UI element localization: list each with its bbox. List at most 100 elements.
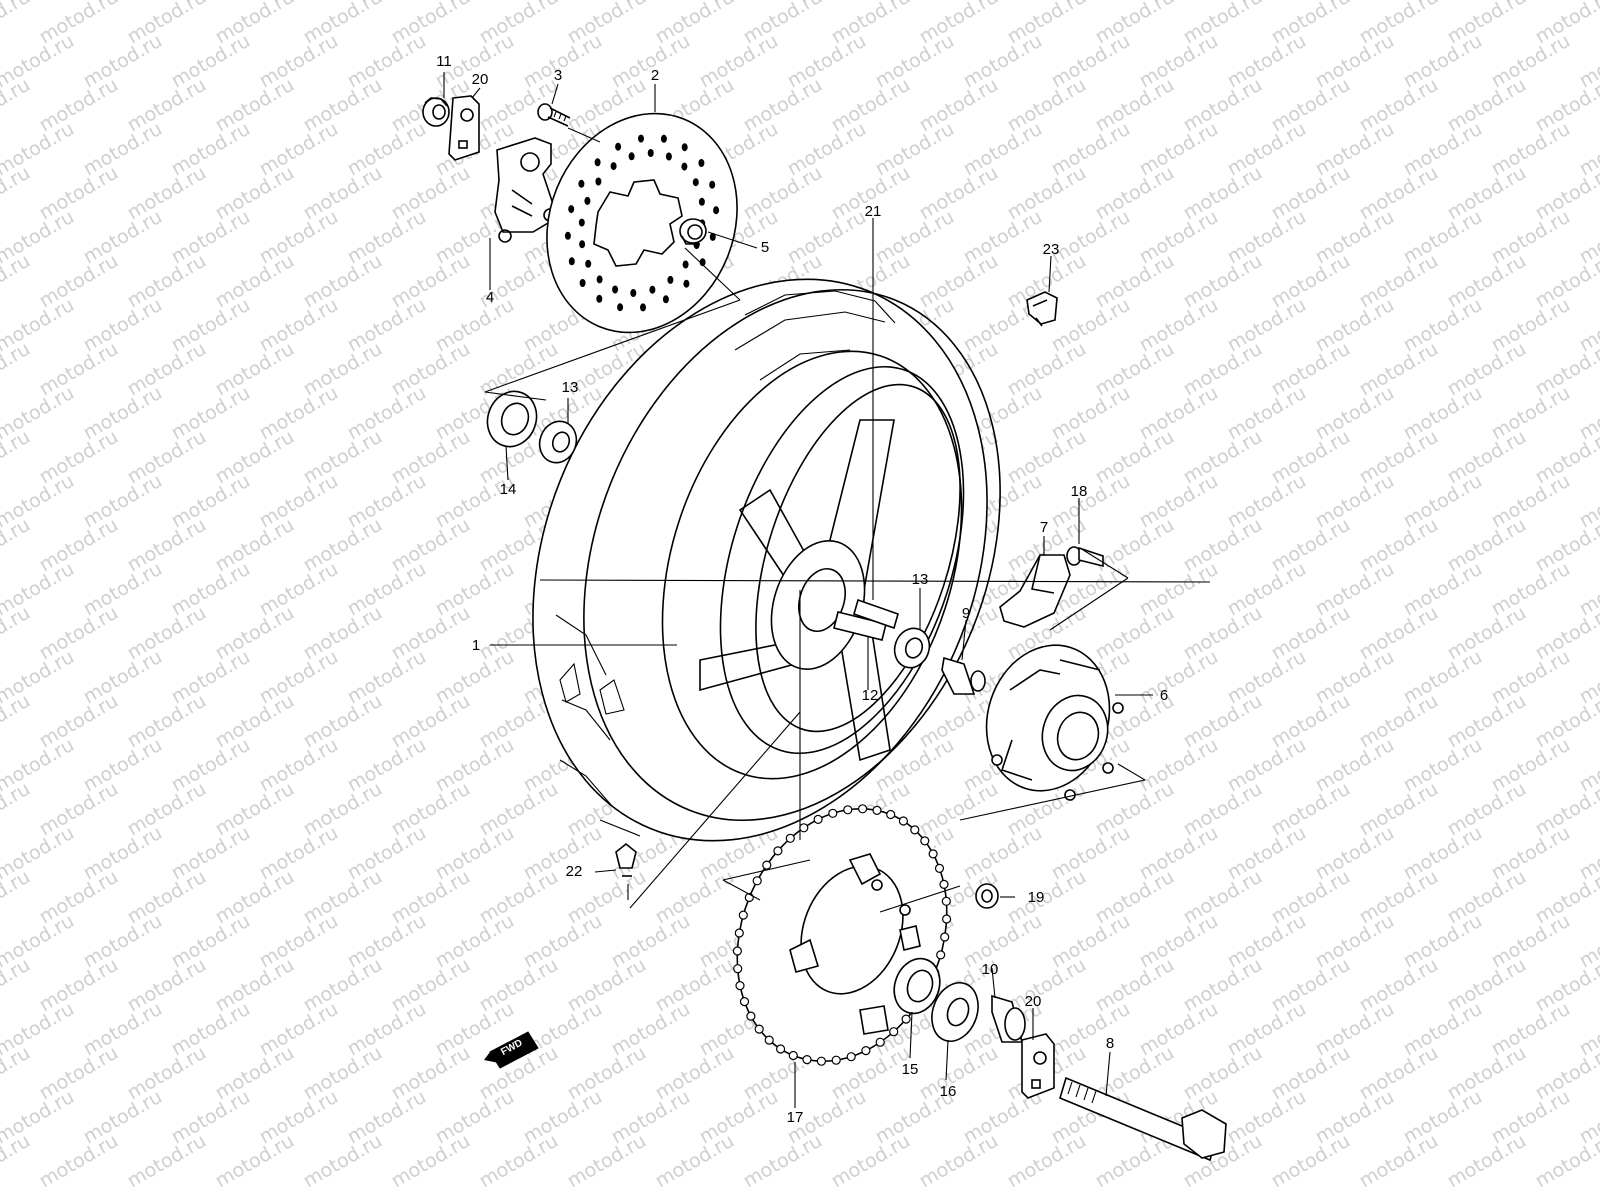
watermark-text: motod.ru [1268, 690, 1354, 753]
sprocket-tooth [828, 808, 838, 818]
sprocket-tooth [857, 804, 868, 814]
watermark-text: motod.ru [36, 338, 122, 401]
watermark-text: motod.ru [1356, 74, 1442, 137]
watermark-text: motod.ru [168, 734, 254, 797]
sprocket-tooth [738, 910, 748, 920]
sprocket-tooth [861, 1045, 871, 1056]
watermark-text: motod.ru [1312, 646, 1398, 709]
watermark-text: motod.ru [0, 162, 34, 225]
watermark-text: motod.ru [1224, 206, 1310, 269]
callout-c14: 14 [500, 481, 517, 498]
part-20-plate-top [448, 95, 480, 161]
watermark-text: motod.ru [696, 1086, 782, 1149]
watermark-text: motod.ru [960, 206, 1046, 269]
watermark-text: motod.ru [80, 910, 166, 973]
watermark-text: motod.ru [740, 74, 826, 137]
watermark-text: motod.ru [344, 470, 430, 533]
watermark-text: motod.ru [36, 250, 122, 313]
sprocket-tooth [936, 950, 946, 960]
watermark-text: motod.ru [124, 162, 210, 225]
callout-c9: 9 [962, 605, 970, 622]
watermark-text: motod.ru [1048, 910, 1134, 973]
watermark-text: motod.ru [1136, 910, 1222, 973]
watermark-text: motod.ru [1092, 954, 1178, 1017]
callout-c2: 2 [651, 67, 659, 84]
watermark-text: motod.ru [256, 998, 342, 1061]
watermark-text: motod.ru [476, 866, 562, 929]
watermark-text: motod.ru [1004, 954, 1090, 1017]
watermark-text: motod.ru [1092, 338, 1178, 401]
watermark-text: motod.ru [1312, 910, 1398, 973]
watermark-text: motod.ru [1268, 338, 1354, 401]
part-9-spacer [941, 656, 986, 695]
callout-c13b: 13 [912, 571, 929, 588]
watermark-text: motod.ru [1092, 866, 1178, 929]
watermark-text: motod.ru [212, 514, 298, 577]
disc-hole [595, 177, 602, 186]
part-15-bearing [893, 957, 941, 1015]
watermark-text: motod.ru [300, 162, 386, 225]
watermark-text: motod.ru [1444, 74, 1530, 137]
part-23-clip [1026, 291, 1058, 327]
sprocket-tooth [813, 814, 823, 825]
watermark-text: motod.ru [0, 514, 34, 577]
watermark-text: motod.ru [1268, 426, 1354, 489]
watermark-text: motod.ru [1092, 162, 1178, 225]
part-3-bolt [537, 103, 571, 127]
watermark-text: motod.ru [36, 1042, 122, 1105]
watermark-text: motod.ru [432, 734, 518, 797]
sprocket-tooth [889, 1027, 899, 1037]
watermark-text: motod.ru [1312, 734, 1398, 797]
callout-c11a: 11 [436, 53, 452, 70]
watermark-text: motod.ru [1180, 690, 1266, 753]
part-1-wheel-rim [661, 350, 965, 780]
watermark-text: motod.ru [1356, 162, 1442, 225]
watermark-text: motod.ru [1400, 558, 1486, 621]
watermark-text: motod.ru [300, 514, 386, 577]
disc-hole [579, 279, 586, 287]
watermark-text: motod.ru [1444, 954, 1530, 1017]
watermark-text: motod.ru [1312, 998, 1398, 1061]
watermark-text: motod.ru [388, 602, 474, 665]
watermark-text: motod.ru [828, 1130, 914, 1193]
watermark-text: motod.ru [520, 822, 606, 885]
watermark-text: motod.ru [1048, 382, 1134, 445]
callout-c20b: 20 [1025, 993, 1042, 1010]
sprocket-tooth [901, 1014, 911, 1024]
watermark-text: motod.ru [1400, 910, 1486, 973]
sprocket-tooth [735, 980, 745, 991]
watermark-text: motod.ru [256, 294, 342, 357]
watermark-text: motod.ru [1180, 514, 1266, 577]
watermark-text: motod.ru [1268, 162, 1354, 225]
sprocket-tooth [898, 816, 909, 826]
watermark-text: motod.ru [36, 954, 122, 1017]
watermark-text: motod.ru [0, 0, 34, 48]
watermark-text: motod.ru [1444, 1130, 1530, 1193]
watermark-text: motod.ru [1136, 558, 1222, 621]
watermark-text: motod.ru [1312, 822, 1398, 885]
watermark-text: motod.ru [80, 294, 166, 357]
part-19-nut [975, 883, 999, 909]
watermark-text: motod.ru [1004, 74, 1090, 137]
watermark-text: motod.ru [1048, 470, 1134, 533]
disc-hole [638, 134, 644, 143]
watermark-text: motod.ru [36, 778, 122, 841]
watermark-text: motod.ru [740, 162, 826, 225]
watermark-text: motod.ru [1180, 602, 1266, 665]
watermark-text: motod.ru [1092, 778, 1178, 841]
disc-hole [612, 285, 619, 294]
watermark-text: motod.ru [168, 822, 254, 885]
watermark-text: motod.ru [1356, 866, 1442, 929]
callout-c13a: 13 [562, 379, 579, 396]
watermark-text: motod.ru [1224, 382, 1310, 445]
watermark-text: motod.ru [916, 778, 1002, 841]
sprocket-tooth [875, 1037, 885, 1047]
watermark-text: motod.ru [168, 910, 254, 973]
callout-c17: 17 [787, 1109, 804, 1126]
watermark-text: motod.ru [1180, 954, 1266, 1017]
watermark-text: motod.ru [1224, 470, 1310, 533]
watermark-text: motod.ru [1444, 426, 1530, 489]
watermark-text: motod.ru [212, 866, 298, 929]
watermark-text: motod.ru [124, 866, 210, 929]
